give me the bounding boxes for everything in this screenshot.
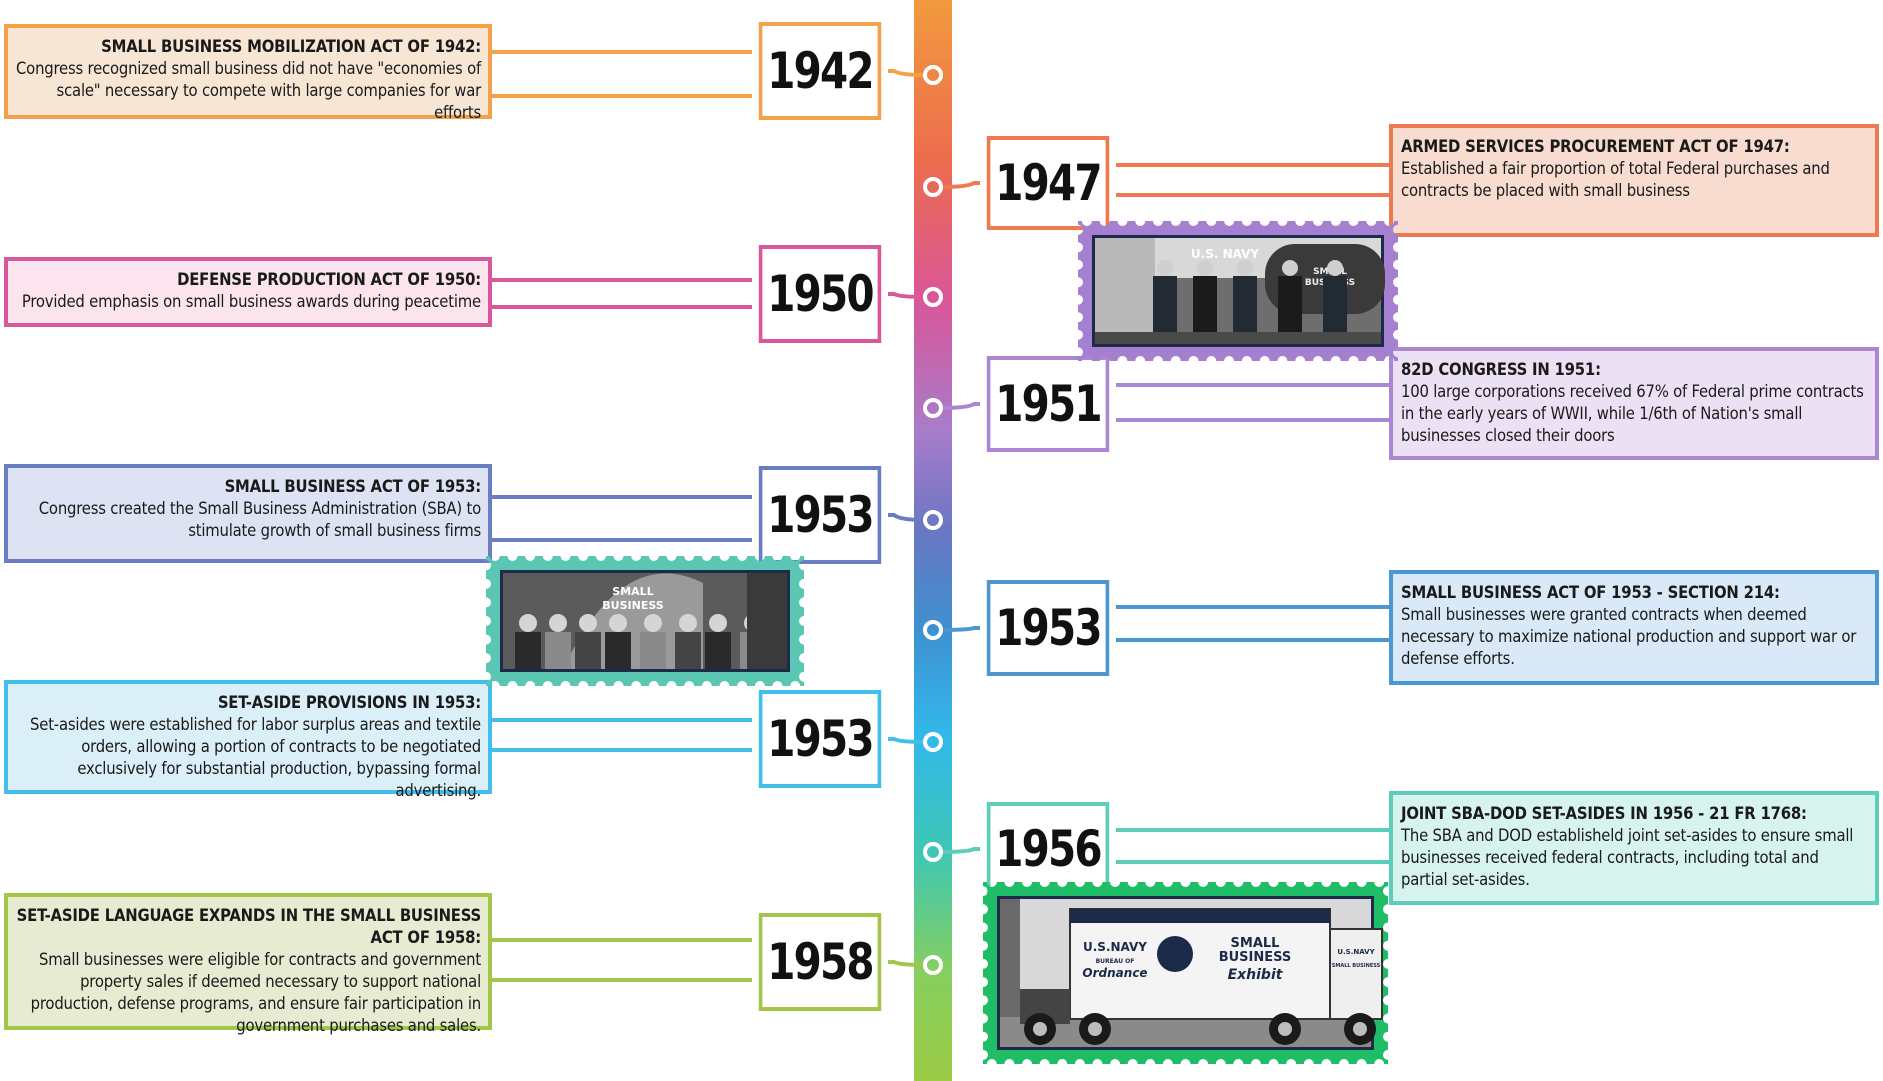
- event-body: Established a fair proportion of total F…: [1401, 159, 1830, 200]
- event-body: 100 large corporations received 67% of F…: [1401, 382, 1864, 445]
- left-year-box-1953-3: 1953: [758, 466, 882, 564]
- left-connector-1953: [492, 495, 926, 542]
- right-connector-1951: [940, 383, 1389, 422]
- event-title: JOINT SBA-DOD SET-ASIDES IN 1956 - 21 FR…: [1401, 804, 1807, 823]
- right-connector-1947: [940, 163, 1389, 197]
- left-event-description-2: DEFENSE PRODUCTION ACT OF 1950: Provided …: [4, 257, 492, 327]
- left-year-box-1950-2: 1950: [758, 245, 882, 343]
- event-body: Set-asides were established for labor su…: [30, 715, 481, 800]
- event-title: SMALL BUSINESS MOBILIZATION ACT OF 1942:: [101, 37, 481, 56]
- left-spine-node-1: [923, 65, 943, 85]
- left-spine-node-2: [923, 287, 943, 307]
- event-body: Small businesses were granted contracts …: [1401, 605, 1857, 668]
- svg-text:U.S.NAVY: U.S.NAVY: [1337, 948, 1375, 956]
- event-body: The SBA and DOD establisheld joint set-a…: [1401, 826, 1854, 889]
- svg-text:SMALL BUSINESS: SMALL BUSINESS: [1332, 963, 1381, 969]
- event-title: SMALL BUSINESS ACT OF 1953 - SECTION 214…: [1401, 583, 1780, 602]
- svg-text:U.S.NAVY: U.S.NAVY: [1083, 940, 1147, 954]
- svg-text:Ordnance: Ordnance: [1082, 966, 1147, 980]
- event-title: 82D CONGRESS IN 1951:: [1401, 360, 1601, 379]
- right-year-box-1947-1: 1947: [986, 136, 1110, 230]
- event-body: Small businesses were eligible for contr…: [30, 950, 482, 1035]
- left-event-description-5: SET-ASIDE LANGUAGE EXPANDS IN THE SMALL …: [4, 893, 492, 1035]
- event-body: Congress created the Small Business Admi…: [38, 499, 481, 540]
- left-year-box-1953-4: 1953: [758, 690, 882, 788]
- left-spine-node-4: [923, 732, 943, 752]
- left-spine-node-5: [923, 955, 943, 975]
- left-event-description-3: SMALL BUSINESS ACT OF 1953: Congress crea…: [4, 464, 492, 563]
- event-title: SET-ASIDE PROVISIONS IN 1953:: [217, 693, 481, 712]
- left-connector-1958: [492, 938, 926, 982]
- left-spine-node-3: [923, 510, 943, 530]
- left-connector-1953: [492, 718, 926, 752]
- right-spine-node-1: [923, 177, 943, 197]
- event-title: DEFENSE PRODUCTION ACT OF 1950:: [177, 270, 481, 289]
- right-connector-1956: [940, 828, 1389, 864]
- right-event-description-2: 82D CONGRESS IN 1951: 100 large corporati…: [1389, 347, 1879, 460]
- svg-text:BUSINESS: BUSINESS: [1219, 950, 1292, 965]
- event-body: Provided emphasis on small business awar…: [21, 292, 481, 311]
- svg-text:SMALL: SMALL: [1231, 936, 1280, 951]
- svg-text:U.S. NAVY: U.S. NAVY: [1191, 247, 1259, 261]
- left-year-box-1942-1: 1942: [758, 22, 882, 120]
- event-title: SMALL BUSINESS ACT OF 1953:: [224, 477, 482, 496]
- right-spine-node-2: [923, 398, 943, 418]
- left-event-description-1: SMALL BUSINESS MOBILIZATION ACT OF 1942:…: [4, 24, 492, 122]
- left-connector-1950: [492, 278, 926, 309]
- event-title: ARMED SERVICES PROCUREMENT ACT OF 1947:: [1401, 137, 1790, 156]
- left-event-description-4: SET-ASIDE PROVISIONS IN 1953: Set-asides …: [4, 680, 492, 800]
- left-year-box-1958-5: 1958: [758, 913, 882, 1011]
- svg-text:BUSINESS: BUSINESS: [602, 599, 663, 612]
- event-body: Congress recognized small business did n…: [16, 59, 481, 122]
- right-connector-1953: [940, 605, 1389, 642]
- svg-text:BUREAU OF: BUREAU OF: [1096, 958, 1135, 965]
- right-event-description-1: ARMED SERVICES PROCUREMENT ACT OF 1947: E…: [1389, 124, 1879, 237]
- right-spine-node-3: [923, 620, 943, 640]
- svg-text:Exhibit: Exhibit: [1228, 967, 1284, 983]
- svg-text:SMALL: SMALL: [612, 585, 653, 598]
- right-spine-node-4: [923, 842, 943, 862]
- right-year-box-1953-3: 1953: [986, 580, 1110, 676]
- right-year-box-1951-2: 1951: [986, 356, 1110, 452]
- right-event-description-4: JOINT SBA-DOD SET-ASIDES IN 1956 - 21 FR…: [1389, 791, 1879, 905]
- right-event-description-3: SMALL BUSINESS ACT OF 1953 - SECTION 214…: [1389, 570, 1879, 685]
- left-connector-1942: [492, 50, 926, 98]
- event-title: SET-ASIDE LANGUAGE EXPANDS IN THE SMALL …: [16, 906, 482, 947]
